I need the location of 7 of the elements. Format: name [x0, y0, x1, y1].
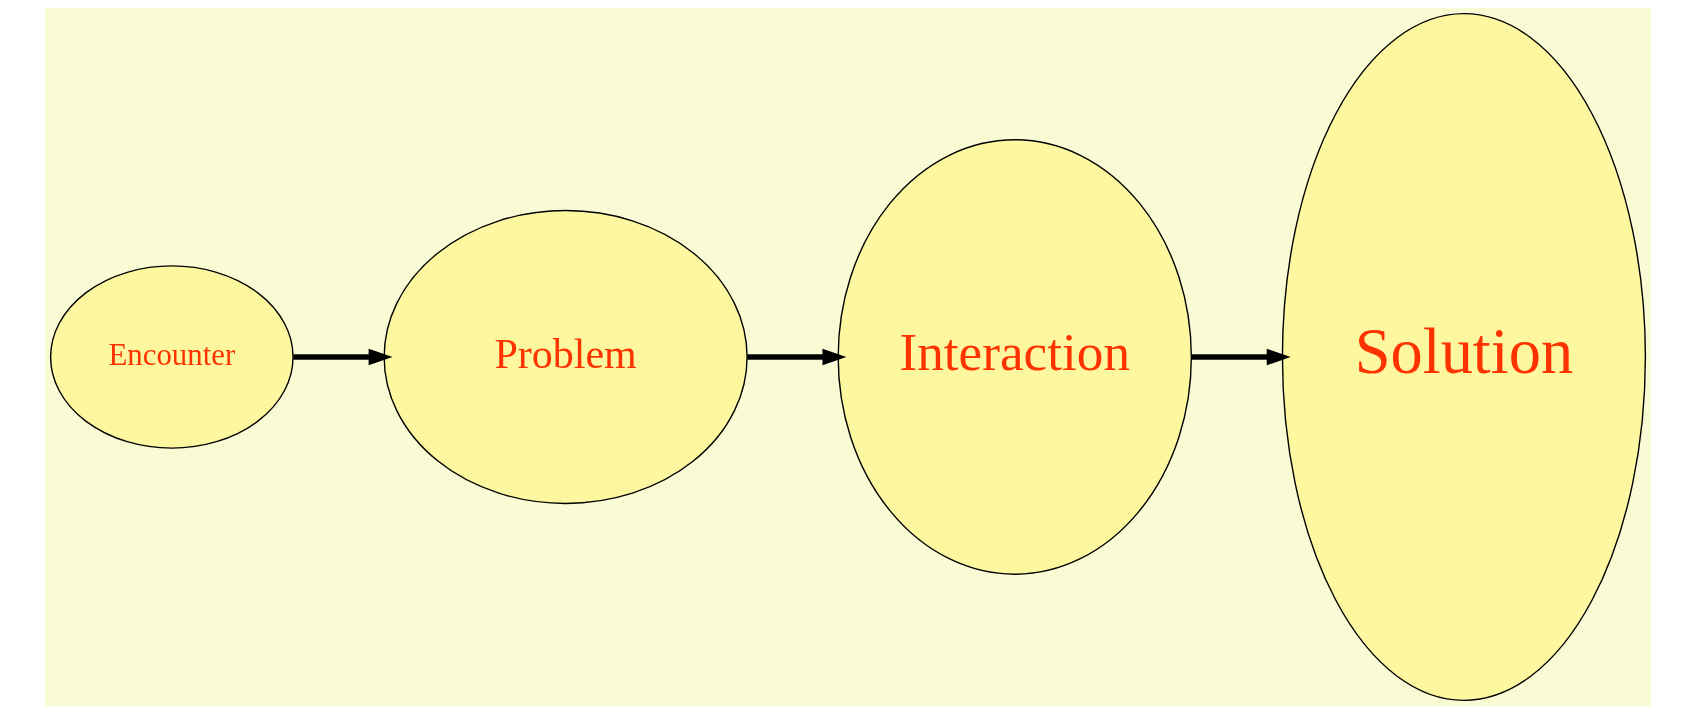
node-ellipse: Interaction [837, 139, 1192, 575]
node-ellipse: Problem [382, 209, 748, 505]
arrow [746, 348, 846, 366]
arrow [1191, 348, 1291, 366]
node-ellipse: Solution [1281, 12, 1646, 702]
arrow [292, 348, 393, 366]
node-ellipse: Encounter [49, 265, 294, 449]
